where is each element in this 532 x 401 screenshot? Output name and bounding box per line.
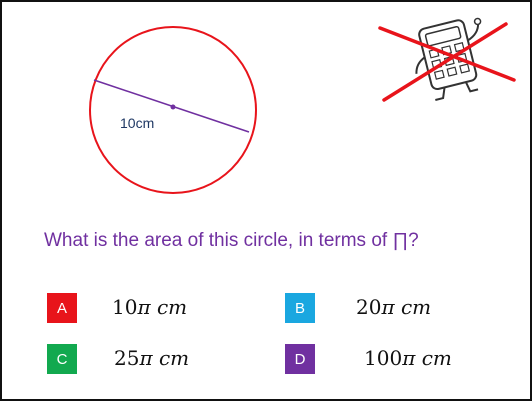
- option-a-answer[interactable]: 10π cm: [112, 295, 187, 319]
- circle-outline: [89, 26, 257, 194]
- option-a-pi: π: [137, 295, 151, 319]
- calculator-crossed-out-icon: [378, 17, 516, 102]
- diameter-label: 10cm: [120, 115, 154, 131]
- circle-diagram: 10cm: [89, 26, 257, 194]
- question-text: What is the area of this circle, in term…: [44, 230, 419, 251]
- option-c-answer[interactable]: 25π cm: [114, 346, 189, 370]
- option-c-coefficient: 25: [114, 346, 140, 370]
- option-b-pi: π: [381, 295, 395, 319]
- option-b-answer[interactable]: 20π cm: [356, 295, 431, 319]
- option-b-badge[interactable]: B: [285, 293, 315, 323]
- option-c-pi: π: [139, 346, 153, 370]
- option-d-pi: π: [402, 346, 416, 370]
- option-b-unit: cm: [400, 295, 432, 319]
- option-a-unit: cm: [156, 295, 188, 319]
- option-d-badge[interactable]: D: [285, 344, 315, 374]
- center-point: [170, 104, 176, 110]
- option-d-unit: cm: [421, 346, 452, 370]
- option-d-answer[interactable]: 100π cm: [364, 346, 452, 370]
- option-c-badge[interactable]: C: [47, 344, 77, 374]
- option-a-coefficient: 10: [112, 295, 138, 319]
- option-a-badge[interactable]: A: [47, 293, 77, 323]
- option-d-coefficient: 100: [364, 346, 403, 370]
- option-c-unit: cm: [158, 346, 190, 370]
- option-b-coefficient: 20: [356, 295, 382, 319]
